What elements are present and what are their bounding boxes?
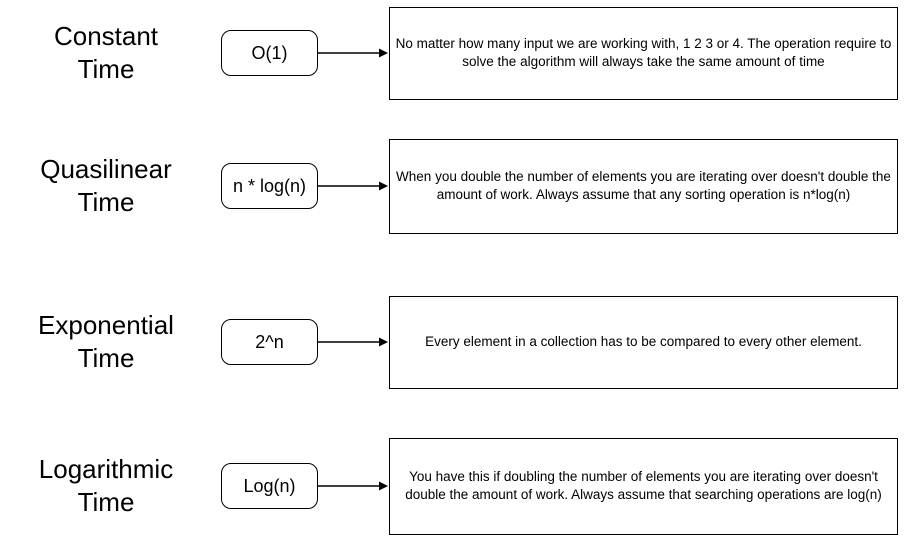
row-title-line1: Quasilinear [40, 154, 172, 184]
row-title-line1: Logarithmic [38, 454, 174, 484]
notation-box: n * log(n) [221, 163, 318, 209]
notation-label: 2^n [255, 331, 284, 352]
row-title-line2: Time [77, 343, 135, 373]
arrow-icon [318, 181, 388, 191]
description-text: No matter how many input we are working … [395, 36, 892, 69]
notation-label: O(1) [251, 42, 288, 63]
notation-box: Log(n) [221, 463, 318, 509]
arrow-icon [318, 337, 388, 347]
notation-box: 2^n [221, 319, 318, 365]
row-title-line2: Time [77, 54, 135, 84]
row-title: Exponential Time [0, 309, 212, 375]
complexity-row-quasilinear: Quasilinear Time n * log(n) When you dou… [0, 133, 904, 239]
row-title-line1: Constant [53, 21, 159, 51]
notation-box: O(1) [221, 30, 318, 76]
description-box: Every element in a collection has to be … [389, 295, 898, 389]
arrow-icon [318, 48, 388, 58]
row-title-line1: Exponential [38, 310, 174, 340]
row-title-line2: Time [77, 487, 135, 517]
description-text: When you double the number of elements y… [396, 169, 891, 202]
description-box: You have this if doubling the number of … [389, 437, 898, 535]
row-title: Constant Time [0, 20, 212, 86]
description-text: You have this if doubling the number of … [405, 469, 882, 502]
description-box: No matter how many input we are working … [389, 6, 898, 100]
description-box: When you double the number of elements y… [389, 138, 898, 234]
row-title-line2: Time [77, 187, 135, 217]
notation-label: n * log(n) [232, 175, 307, 196]
complexity-row-logarithmic: Logarithmic Time Log(n) You have this if… [0, 433, 904, 539]
row-title: Logarithmic Time [0, 453, 212, 519]
complexity-row-constant: Constant Time O(1) No matter how many in… [0, 0, 904, 106]
notation-label: Log(n) [243, 475, 296, 496]
arrow-icon [318, 481, 388, 491]
row-title: Quasilinear Time [0, 153, 212, 219]
complexity-row-exponential: Exponential Time 2^n Every element in a … [0, 289, 904, 395]
description-text: Every element in a collection has to be … [425, 334, 862, 349]
